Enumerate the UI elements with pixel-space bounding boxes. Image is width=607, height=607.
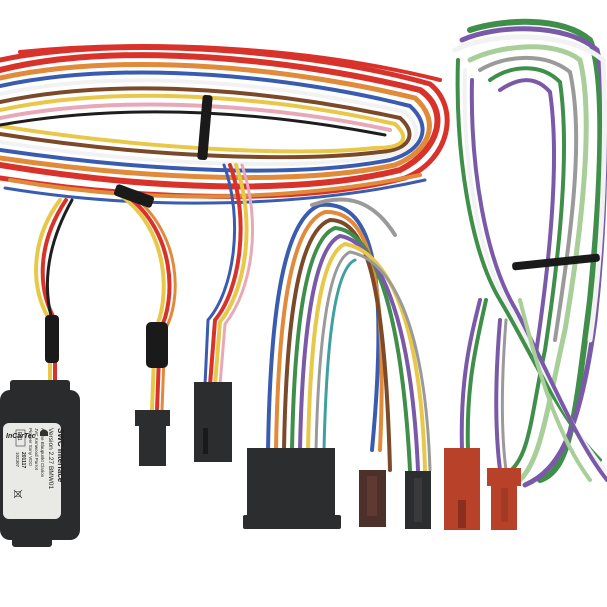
weee-bin-icon: [13, 489, 23, 499]
swc-interface-box: SWC Interface Version 2.27 BMW01 Alpine …: [0, 380, 80, 547]
connector-large-black: [243, 448, 341, 529]
connector-brown: [359, 470, 386, 527]
wire-sleeve: [113, 184, 155, 208]
connector-small-black-slotted: [194, 382, 232, 462]
cable-tie-left: [197, 94, 213, 161]
label-brand: InCarTec: [6, 433, 36, 440]
brand-logo-icon: [40, 429, 48, 436]
label-compat-2: JVC Kenwood Parrot: [34, 428, 39, 471]
coiled-loom-left: [0, 44, 450, 205]
label-version: Version 2.27 BMW01: [47, 428, 54, 489]
cable-tie-right: [512, 253, 600, 271]
connector-red-small: [487, 468, 521, 530]
connector-red-large: [444, 448, 480, 530]
interface-label: [3, 423, 61, 519]
label-mark: E11: [16, 432, 22, 441]
connector-small-black: [135, 410, 170, 466]
wires-to-small-connectors: [118, 163, 255, 412]
label-code-1: 201117: [20, 452, 26, 468]
wire-sleeve: [146, 322, 168, 368]
label-compat-1: Alpine Blaupunkt Clarion: [40, 428, 45, 478]
label-title: SWC Interface: [56, 428, 65, 483]
label-code-2: 102307: [15, 452, 20, 468]
coiled-loom-right: [452, 18, 607, 488]
connector-black-narrow: [405, 471, 431, 529]
wire-sleeve: [45, 315, 59, 363]
middle-harness-wires: [266, 197, 432, 472]
label-compat-3: Pioneer Sony VDO: [28, 428, 33, 467]
